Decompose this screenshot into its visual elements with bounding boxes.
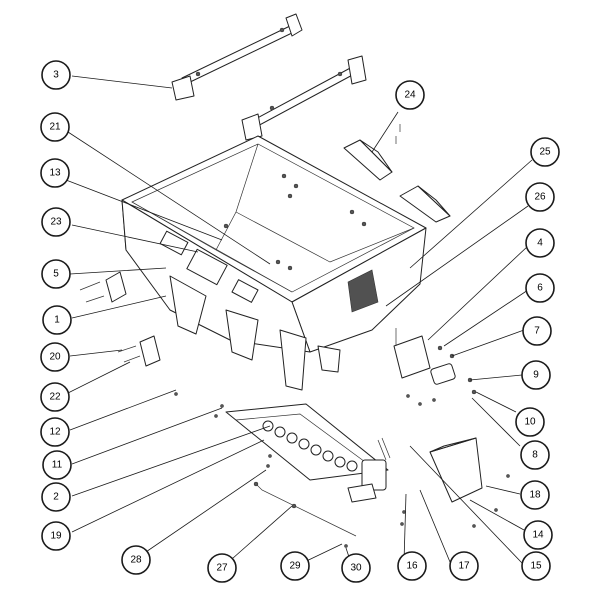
callout-19: 19 — [41, 521, 71, 551]
svg-text:10: 10 — [524, 417, 536, 428]
svg-text:22: 22 — [49, 392, 61, 403]
svg-text:28: 28 — [130, 555, 142, 566]
svg-text:16: 16 — [406, 561, 418, 572]
callout-23: 23 — [41, 207, 71, 237]
callout-27: 27 — [207, 553, 237, 583]
top-brace-rear — [171, 13, 303, 101]
callout-17: 17 — [449, 551, 479, 581]
svg-text:5: 5 — [53, 269, 59, 280]
svg-text:19: 19 — [50, 531, 62, 542]
svg-text:24: 24 — [404, 90, 416, 101]
svg-text:3: 3 — [53, 70, 59, 81]
svg-text:29: 29 — [289, 561, 301, 572]
svg-text:13: 13 — [49, 168, 61, 179]
top-brace-front — [241, 55, 367, 141]
callout-30: 30 — [341, 553, 371, 583]
svg-text:23: 23 — [50, 217, 62, 228]
callout-11: 11 — [42, 450, 72, 480]
motor-mount-assembly — [393, 328, 477, 406]
svg-text:20: 20 — [49, 352, 61, 363]
rod-27 — [253, 481, 357, 537]
bracket-24 — [343, 124, 451, 223]
callout-29: 29 — [280, 551, 310, 581]
callout-22: 22 — [40, 382, 70, 412]
callout-21: 21 — [40, 112, 70, 142]
callout-4: 4 — [525, 228, 555, 258]
svg-text:9: 9 — [533, 370, 539, 381]
callout-26: 26 — [525, 182, 555, 212]
svg-text:26: 26 — [534, 192, 546, 203]
callout-16: 16 — [397, 551, 427, 581]
callout-2: 2 — [41, 482, 71, 512]
callout-3: 3 — [41, 60, 71, 90]
callout-25: 25 — [530, 137, 560, 167]
svg-text:15: 15 — [530, 561, 542, 572]
svg-text:14: 14 — [532, 530, 544, 541]
svg-text:30: 30 — [350, 563, 362, 574]
fasteners — [174, 392, 510, 548]
chute-14 — [429, 437, 483, 503]
svg-text:27: 27 — [216, 563, 228, 574]
callout-10: 10 — [515, 407, 545, 437]
callout-12: 12 — [40, 417, 70, 447]
callout-28: 28 — [121, 545, 151, 575]
callout-8: 8 — [520, 440, 550, 470]
callout-15: 15 — [521, 551, 551, 581]
leader-lines — [65, 75, 533, 567]
svg-text:21: 21 — [49, 122, 61, 133]
svg-text:25: 25 — [539, 147, 551, 158]
svg-text:11: 11 — [52, 460, 63, 471]
svg-text:1: 1 — [54, 315, 60, 326]
svg-text:6: 6 — [537, 283, 543, 294]
bracket-5 — [79, 271, 127, 303]
callout-6: 6 — [525, 273, 555, 303]
callout-18: 18 — [520, 480, 550, 510]
svg-text:7: 7 — [534, 326, 540, 337]
svg-text:17: 17 — [458, 561, 470, 572]
bracket-20 — [117, 335, 161, 367]
svg-text:18: 18 — [529, 490, 541, 501]
callout-9: 9 — [521, 360, 551, 390]
svg-text:4: 4 — [537, 238, 543, 249]
callout-1: 1 — [42, 305, 72, 335]
auger-assembly — [225, 403, 391, 503]
svg-text:12: 12 — [49, 427, 61, 438]
callout-7: 7 — [522, 316, 552, 346]
callout-20: 20 — [40, 342, 70, 372]
callout-24: 24 — [395, 80, 425, 110]
callout-14: 14 — [523, 520, 553, 550]
callout-13: 13 — [40, 158, 70, 188]
svg-text:2: 2 — [53, 492, 59, 503]
svg-text:8: 8 — [532, 450, 538, 461]
callout-5: 5 — [41, 259, 71, 289]
hopper-body — [121, 135, 427, 391]
